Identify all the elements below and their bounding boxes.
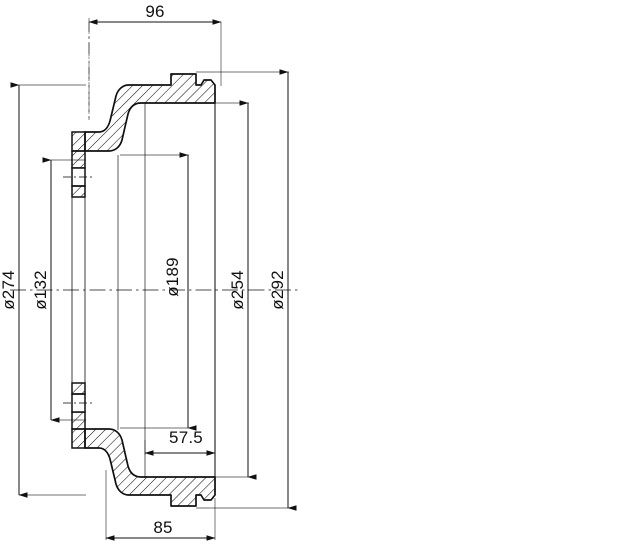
bolt-hole-crosshair-h <box>390 250 419 259</box>
front-outer-rim-circle <box>306 85 640 495</box>
dim-label-dia132: ø132 <box>31 270 50 310</box>
dim-label-dia189: ø189 <box>163 257 182 297</box>
dim-label-96: 96 <box>145 2 164 21</box>
bolt-hole-crosshair-h <box>433 372 458 390</box>
dim-label-dia254: ø254 <box>228 270 247 310</box>
dim-label-85: 85 <box>153 518 172 537</box>
bolt-hole-crosshair-h <box>603 250 632 259</box>
bolt-hole <box>396 246 414 264</box>
front-drum-outer-circle <box>319 98 640 482</box>
bolt-hole-crosshair-v <box>401 241 410 269</box>
front-bolt-radial-centerline-2 <box>511 250 634 290</box>
section-profile-lower <box>84 428 216 507</box>
front-hub-face-circle <box>423 202 599 378</box>
front-bolt-radial-centerline-3 <box>511 290 587 395</box>
front-view-group <box>290 62 640 512</box>
front-bolt-radial-centerline-4 <box>435 290 511 395</box>
section-profile-upper <box>84 73 216 152</box>
section-small-block-upper <box>71 185 86 198</box>
section-key-block-lower <box>71 411 86 430</box>
front-view-break-line <box>623 62 632 508</box>
bolt-hole-crosshair-v <box>612 241 621 269</box>
bolt-hole <box>436 372 454 390</box>
front-diameter-dimension-line <box>432 196 590 384</box>
bolt-hole <box>568 372 586 390</box>
section-small-block-lower <box>71 382 86 395</box>
dim-label-dia292: ø292 <box>268 270 287 310</box>
front-bolt-circle-centerline <box>399 178 623 402</box>
section-view-group: 96 85 57.5 ø274 ø132 ø189 <box>0 2 300 541</box>
bolt-hole-crosshair-h <box>564 372 589 390</box>
dim-label-57-5: 57.5 <box>169 428 203 447</box>
section-key-block-upper <box>71 150 86 169</box>
front-drum-inner-circle <box>376 155 640 425</box>
front-bolt-hole-group <box>390 163 632 393</box>
front-bolt-radial-centerline-5 <box>388 250 511 290</box>
bolt-hole-crosshair-v <box>568 369 586 393</box>
bolt-hole-crosshair-v <box>436 369 454 393</box>
dim-label-dia274: ø274 <box>0 270 18 310</box>
bolt-hole <box>608 246 626 264</box>
bolt-hole <box>502 169 520 187</box>
section-flange-lower <box>71 428 86 449</box>
section-flange-upper <box>71 131 86 152</box>
